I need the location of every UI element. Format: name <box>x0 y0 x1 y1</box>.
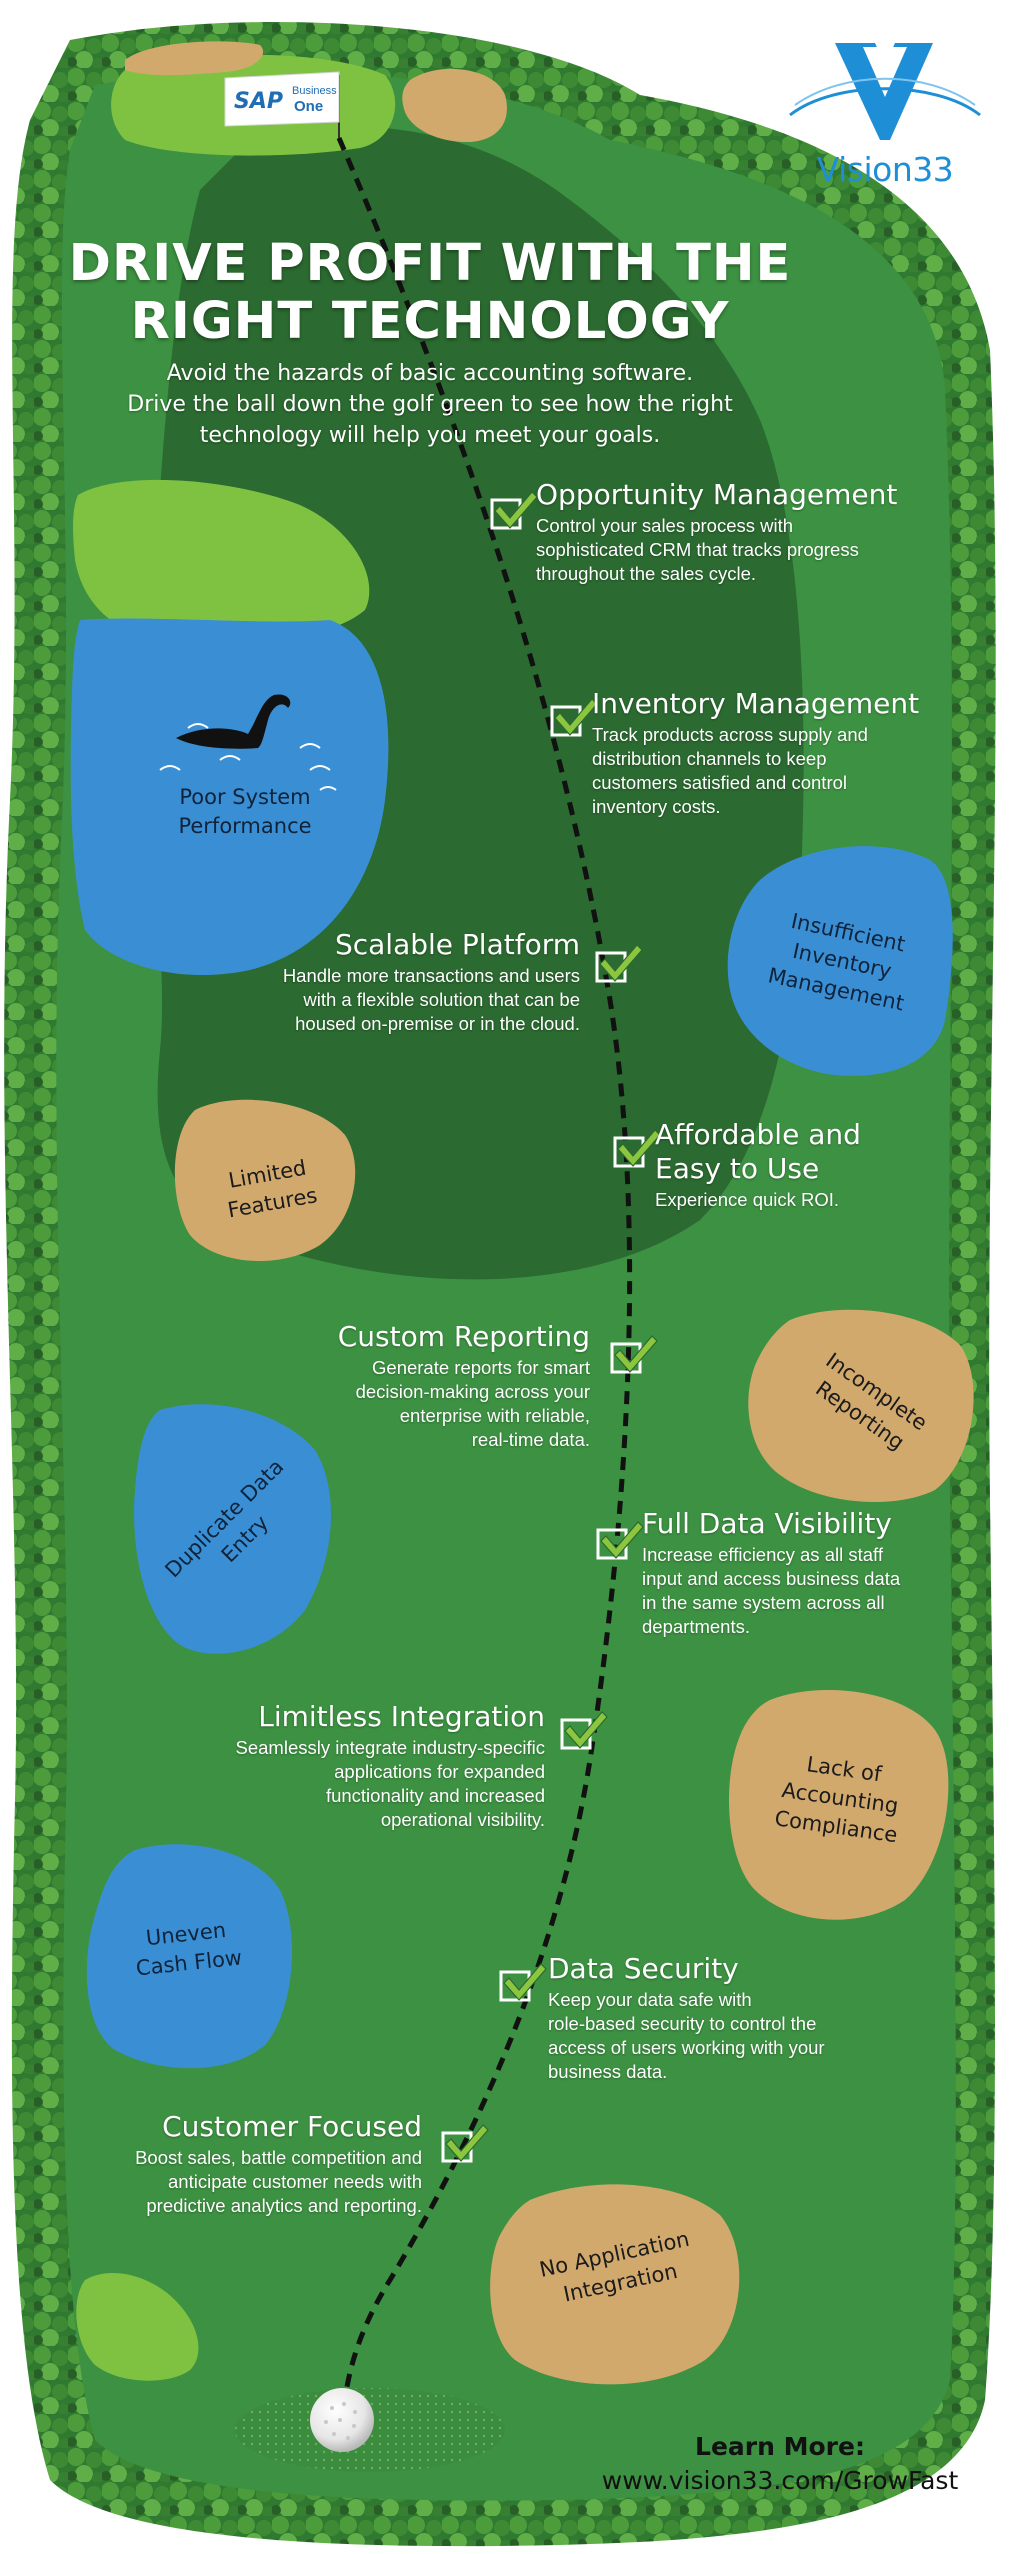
feature-description: Increase efficiency as all staff input a… <box>642 1544 901 1637</box>
intro-line-1: Avoid the hazards of basic accounting so… <box>166 361 694 386</box>
feature-limitless-integration: Limitless Integration Seamlessly integra… <box>120 1700 546 1832</box>
page-title: DRIVE PROFIT WITH THE RIGHT TECHNOLOGY <box>60 235 800 351</box>
feature-description: Handle more transactions and users with … <box>282 965 580 1034</box>
learn-more-label: Learn More: <box>695 2432 865 2461</box>
sap-logo-text: SAP <box>234 89 283 114</box>
title-line-1: DRIVE PROFIT WITH THE <box>68 234 792 293</box>
learn-more: Learn More: www.vision33.com/GrowFast <box>560 2430 1000 2498</box>
feature-title: Custom Reporting <box>337 1320 590 1353</box>
sap-one-text: One <box>294 98 324 115</box>
intro-line-3: technology will help you meet your goals… <box>199 423 661 448</box>
feature-title: Data Security <box>548 1952 739 1985</box>
learn-more-url[interactable]: www.vision33.com/GrowFast <box>601 2466 959 2495</box>
feature-title: Affordable and Easy to Use <box>655 1118 861 1185</box>
sap-business-text: Business <box>292 85 337 97</box>
intro-line-2: Drive the ball down the golf green to se… <box>127 392 733 417</box>
hazard-poor-system-performance: Poor System Performance <box>178 785 312 838</box>
feature-custom-reporting: Custom Reporting Generate reports for sm… <box>200 1320 590 1452</box>
feature-data-security: Data Security Keep your data safe with r… <box>548 1952 968 2084</box>
feature-description: Experience quick ROI. <box>655 1189 840 1210</box>
feature-title: Scalable Platform <box>334 928 580 961</box>
feature-description: Seamlessly integrate industry-specific a… <box>235 1737 546 1830</box>
title-line-2: RIGHT TECHNOLOGY <box>130 292 730 351</box>
feature-description: Control your sales process with sophisti… <box>536 515 859 584</box>
vision33-wordmark: Vision33 <box>816 150 954 189</box>
feature-title: Limitless Integration <box>258 1700 545 1733</box>
feature-affordable-easy: Affordable and Easy to Use Experience qu… <box>655 1118 975 1212</box>
feature-inventory-management: Inventory Management Track products acro… <box>592 687 992 819</box>
feature-description: Boost sales, battle competition and anti… <box>135 2147 422 2216</box>
feature-scalable-platform: Scalable Platform Handle more transactio… <box>160 928 580 1036</box>
feature-opportunity-management: Opportunity Management Control your sale… <box>536 478 976 586</box>
feature-title: Inventory Management <box>592 687 920 720</box>
feature-description: Generate reports for smart decision-maki… <box>355 1357 590 1450</box>
feature-customer-focused: Customer Focused Boost sales, battle com… <box>60 2110 422 2218</box>
feature-description: Keep your data safe with role-based secu… <box>548 1989 825 2082</box>
feature-title: Full Data Visibility <box>642 1507 892 1540</box>
feature-full-data-visibility: Full Data Visibility Increase efficiency… <box>642 1507 1002 1639</box>
intro-text: Avoid the hazards of basic accounting so… <box>70 358 790 451</box>
feature-description: Track products across supply and distrib… <box>592 724 868 817</box>
sap-business-one-logo: SAP Business One <box>232 79 337 123</box>
feature-title: Opportunity Management <box>536 478 898 511</box>
feature-title: Customer Focused <box>162 2110 422 2143</box>
